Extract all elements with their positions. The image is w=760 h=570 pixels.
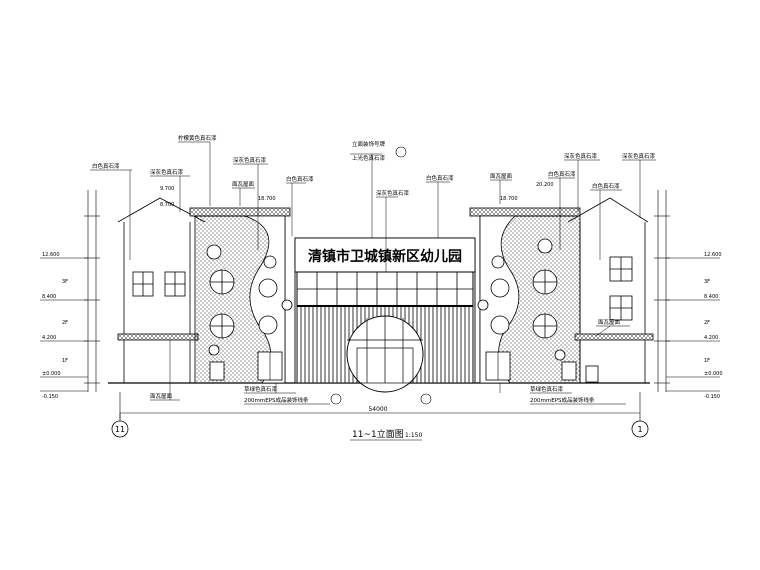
central-block: [294, 237, 476, 393]
floor-right-3f: 3F: [704, 279, 710, 285]
left-tower: [189, 207, 293, 384]
axis-label-left: 11: [115, 425, 125, 434]
level-right-roof: 18.700: [500, 196, 518, 202]
callout-bottom-left-3: 200mmEPS成品装饰线条: [244, 396, 309, 404]
callout-top-right-1: 深灰色真石漆: [564, 152, 598, 160]
callout-center-3: 深灰色真石漆: [376, 189, 410, 197]
detail-circle-bottom-left: [330, 393, 342, 405]
right-tower: [469, 207, 581, 384]
callout-top-left-1: 柠檬黄色真石漆: [178, 134, 217, 142]
level-left-l3: 12.600: [42, 252, 60, 258]
left-wing: [117, 197, 206, 383]
detail-circle-top: [395, 146, 407, 158]
callout-top-left-6: 白色真石漆: [286, 175, 314, 183]
level-right-outdoor: -0.150: [704, 394, 720, 400]
callout-top-right-5: 面瓦屋面: [490, 173, 513, 180]
level-left-l1: 4.200: [42, 335, 56, 341]
sign-title: 清镇市卫城镇新区幼儿园: [308, 248, 462, 265]
level-left-roof-mid: 18.700: [258, 196, 276, 202]
level-left-l2: 8.400: [42, 294, 56, 300]
right-dimension-column: [654, 190, 670, 392]
axis-bubble-left: 11: [111, 413, 129, 438]
callout-top-left-5: 面瓦屋面: [232, 181, 255, 188]
axis-bubble-right: 1: [631, 420, 649, 438]
level-markers-right: [666, 257, 720, 392]
left-dimension-column: [84, 190, 100, 392]
sign-panel: [294, 237, 476, 273]
callout-bottom-right-1: 草绿色真石漆: [530, 385, 564, 393]
callout-center-4: 白色真石漆: [426, 174, 454, 182]
detail-circle-bottom-right: [420, 393, 432, 405]
level-right-roof-top: 20.200: [536, 182, 554, 188]
callout-top-right-2: 深灰色真石漆: [622, 152, 656, 160]
level-left-ground: ±0.000: [42, 371, 61, 377]
floor-left-3f: 3F: [62, 279, 68, 285]
axis-label-right: 1: [637, 425, 642, 434]
callout-center-1: 立面装饰号牌: [352, 140, 386, 148]
level-right-l1: 4.200: [704, 335, 718, 341]
callout-bottom-right-2: 200mmEPS成品装饰线条: [530, 396, 595, 404]
callout-center-2: 上光色真石漆: [352, 154, 386, 162]
callout-top-right-3: 白色真石漆: [548, 170, 576, 178]
level-right-l3: 12.600: [704, 252, 722, 258]
callout-bottom-left-2: 草绿色真石漆: [244, 385, 278, 393]
floor-left-2f: 2F: [62, 320, 68, 326]
callout-leaders: [90, 141, 656, 405]
level-markers-left: [40, 257, 88, 392]
overall-dimension: 54000: [368, 406, 387, 413]
right-wing: [567, 197, 654, 383]
callout-right-mid: 面瓦屋面: [598, 319, 621, 326]
callout-bottom-left-1: 面瓦屋面: [150, 393, 173, 400]
drawing-title: 11~1立面图: [352, 428, 404, 440]
drawing-scale: 1:150: [405, 432, 422, 439]
callout-top-left-2: 白色真石漆: [92, 162, 120, 170]
level-right-ground: ±0.000: [704, 371, 723, 377]
floor-right-2f: 2F: [704, 320, 710, 326]
level-left-outdoor: -0.150: [42, 394, 58, 400]
floor-right-1f: 1F: [704, 358, 710, 364]
floor-left-1f: 1F: [62, 358, 68, 364]
level-left-roof-top: 9.700: [160, 186, 174, 192]
level-right-l2: 8.400: [704, 294, 718, 300]
callout-top-left-4: 深灰色真石漆: [233, 156, 267, 164]
callout-top-left-3: 深灰色真石漆: [150, 168, 184, 176]
level-left-roof: 8.700: [160, 202, 174, 208]
callout-top-right-4: 白色真石漆: [592, 182, 620, 190]
